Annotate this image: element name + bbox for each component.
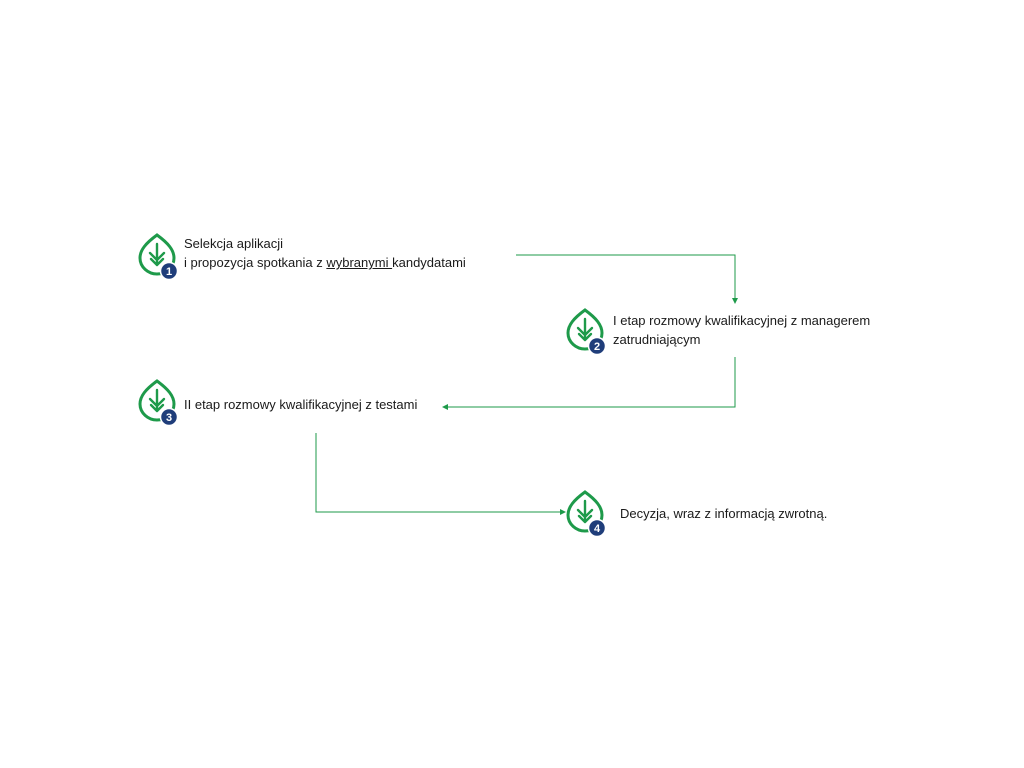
leaf-arrow-icon: 1: [137, 231, 181, 281]
leaf-arrow-icon: 2: [565, 306, 609, 356]
step-label: Decyzja, wraz z informacją zwrotną.: [620, 504, 827, 523]
leaf-arrow-icon: 3: [137, 377, 181, 427]
step-number-badge: 3: [166, 412, 172, 424]
step-title-line-1: I etap rozmowy kwalifikacyjnej z manager…: [613, 313, 871, 328]
step-title-line-1: Decyzja, wraz z informacją zwrotną.: [620, 506, 828, 521]
step-title-line-2: i propozycja spotkania z wybranymi kandy…: [184, 255, 466, 270]
leaf-arrow-icon: 4: [565, 488, 609, 538]
step-title-line-1: II etap rozmowy kwalifikacyjnej z testam…: [184, 397, 418, 412]
step-number-badge: 4: [594, 523, 601, 535]
step-title-line-2: zatrudniającym: [613, 332, 701, 347]
step-title-line-1: Selekcja aplikacji: [184, 236, 283, 251]
connector-step2-to-step3: [442, 357, 736, 410]
step-number-badge: 2: [594, 341, 600, 353]
step-number-badge: 1: [166, 266, 172, 278]
connector-step1-to-step2: [516, 254, 738, 304]
connector-step3-to-step4: [315, 433, 566, 515]
step-label: I etap rozmowy kwalifikacyjnej z manager…: [613, 311, 870, 349]
step-label: Selekcja aplikacji i propozycja spotkani…: [184, 234, 466, 272]
step-label: II etap rozmowy kwalifikacyjnej z testam…: [184, 395, 417, 414]
